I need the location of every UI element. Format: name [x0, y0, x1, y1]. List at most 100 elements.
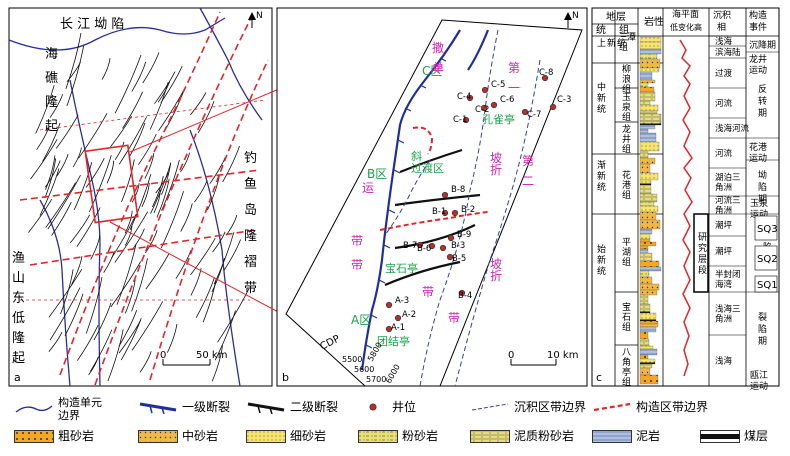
facies-name: 海湾 [715, 279, 733, 290]
system-name-char: 新 [597, 170, 606, 182]
fault-trace [152, 175, 164, 208]
fault-trace [118, 116, 148, 165]
well-label: A-2 [402, 310, 416, 320]
well-marker [451, 209, 459, 217]
legend-coal: 煤层 [700, 430, 768, 443]
lithology-bed [639, 228, 653, 235]
lithology-bed [639, 41, 662, 50]
lithology-bed [639, 36, 662, 43]
diaoyudao-char: 岛 [244, 202, 257, 218]
belt-word-char: 一 [508, 81, 520, 95]
event-name: 龙井 [749, 53, 767, 65]
fault-trace [141, 182, 150, 208]
event-name: 坳 [758, 169, 767, 181]
group-name-char: 潭 [627, 32, 636, 43]
system-name-char: 新 [607, 37, 616, 49]
zone-b: B区 [367, 167, 387, 181]
facies-name: 半封闭 [715, 269, 741, 280]
well-marker [462, 116, 470, 124]
legend-well: 井位 [358, 400, 416, 414]
fault-trace [42, 122, 61, 162]
system-name-char: 上 [597, 38, 606, 49]
legend-tectonic-boundary: 构造单元 边界 [14, 396, 102, 422]
fault-trace [131, 61, 147, 92]
north-arrow-b-icon: N [564, 11, 579, 28]
coal-bed [640, 123, 661, 125]
facies-name: 浅海河流 [715, 123, 750, 134]
fault-trace [118, 319, 142, 354]
lithology-bed [639, 241, 657, 247]
yushan-char: 渔 [12, 251, 25, 266]
yushan-char: 山 [12, 271, 25, 286]
siltstone-icon [358, 430, 398, 443]
lithology-column [639, 36, 662, 385]
svg-text:地层: 地层 [606, 10, 626, 23]
system-name-char: 中 [597, 81, 606, 93]
diaoyudao-char: 带 [244, 281, 257, 296]
fault-trace [226, 214, 238, 235]
survey-outline [285, 19, 583, 387]
fault-trace [190, 238, 216, 276]
fault-trace [138, 133, 157, 165]
lithology-bed [639, 374, 659, 385]
well-marker [521, 108, 529, 116]
svg-text:5500: 5500 [342, 355, 362, 364]
lithology-bed [639, 320, 659, 325]
event-name: 裂 [758, 312, 767, 323]
zone-a: A区 [351, 313, 371, 327]
event-name: 玉泉 [750, 197, 768, 209]
zone-c: C区 [422, 64, 442, 78]
well-label: C-8 [539, 68, 553, 78]
fault-tick [365, 344, 373, 349]
lithology-bed [639, 326, 657, 333]
lithology-bed [639, 205, 659, 213]
event-name: 期 [758, 336, 767, 347]
event-name: 陷 [758, 181, 767, 193]
zoom-line-bottom [109, 221, 283, 315]
event-name: 运动 [749, 65, 767, 76]
diaoyudao-char: 钓 [244, 151, 257, 166]
svg-text:0: 0 [508, 350, 514, 361]
system-names: 上新统中新统渐新统始新统 [597, 37, 626, 277]
fault-trace [85, 277, 103, 334]
coal-bed [640, 183, 651, 185]
struct-boundaries-b [379, 126, 489, 231]
fault-trace [114, 211, 149, 263]
group-name-char: 组 [622, 143, 631, 155]
well-label: C-5 [491, 80, 505, 90]
svg-text:10 km: 10 km [547, 350, 578, 361]
fault-trace [90, 329, 113, 372]
fault-trace [131, 183, 140, 203]
svg-text:沉积: 沉积 [713, 9, 731, 21]
zone-kongqueting: 孔雀亭 [482, 112, 515, 126]
lithology-bed [639, 71, 653, 81]
haijiao-char: 隆 [45, 95, 58, 110]
fault-tick [397, 139, 405, 144]
svg-text:低变化高: 低变化高 [670, 22, 702, 32]
legend-fault-2: 二级断裂 [246, 400, 338, 414]
fault-trace [30, 139, 58, 180]
facies-rows [709, 35, 746, 387]
fault-trace [195, 277, 215, 318]
well-label: B-5 [452, 254, 466, 264]
belt-word-char: 二 [522, 174, 534, 188]
fault-trace [48, 331, 63, 353]
fault-trace [56, 153, 69, 177]
fault-trace [145, 253, 170, 290]
fault-trace [78, 113, 108, 159]
sequences: SQ3 SQ2 SQ1 [754, 215, 778, 293]
lithology-bed [639, 266, 662, 272]
zone-tuanjieting: 团结亭 [377, 334, 410, 348]
lithology-bed [639, 345, 654, 350]
svg-text:0: 0 [160, 350, 166, 361]
legend-coarse-sand: 粗砂岩 [14, 430, 94, 443]
medium-sand-icon [138, 430, 178, 443]
fault-trace [48, 268, 83, 318]
event-name: 陷 [758, 323, 767, 335]
north-arrow-a-icon: N [248, 11, 263, 28]
well-label: C-7 [527, 110, 541, 120]
belt-word-char: 折 [490, 162, 502, 177]
fault-trace [114, 141, 125, 161]
